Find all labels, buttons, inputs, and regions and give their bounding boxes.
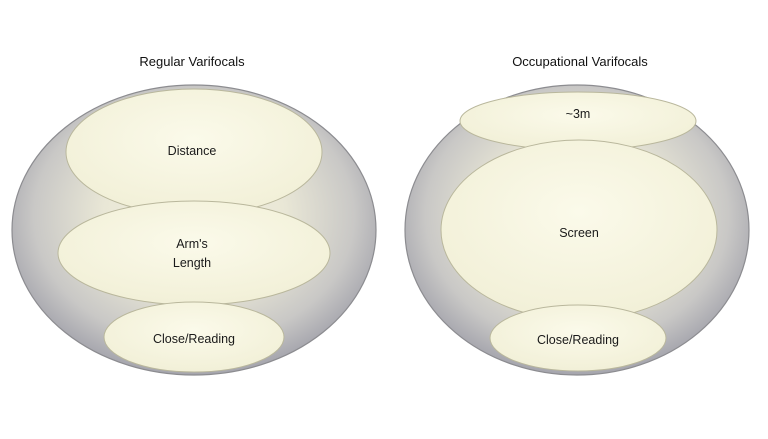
distance-zone-label: Distance: [168, 144, 217, 158]
regular-varifocals-diagram: Regular Varifocals Distance Arm's Length…: [11, 54, 377, 376]
arms-length-zone-label-line2: Length: [173, 256, 211, 270]
occupational-close-reading-zone: [489, 304, 667, 372]
arms-length-zone: [57, 200, 331, 306]
occupational-varifocals-diagram: Occupational Varifocals ~3m Screen Close…: [404, 54, 750, 376]
close-reading-zone-label: Close/Reading: [153, 332, 235, 346]
regular-varifocals-title: Regular Varifocals: [139, 54, 245, 69]
occupational-varifocals-title: Occupational Varifocals: [512, 54, 648, 69]
screen-zone-label: Screen: [559, 226, 599, 240]
three-metre-zone-label: ~3m: [566, 107, 591, 121]
close-reading-zone: [103, 301, 285, 373]
arms-length-zone-label-line1: Arm's: [176, 237, 208, 251]
occupational-close-reading-zone-label: Close/Reading: [537, 333, 619, 347]
